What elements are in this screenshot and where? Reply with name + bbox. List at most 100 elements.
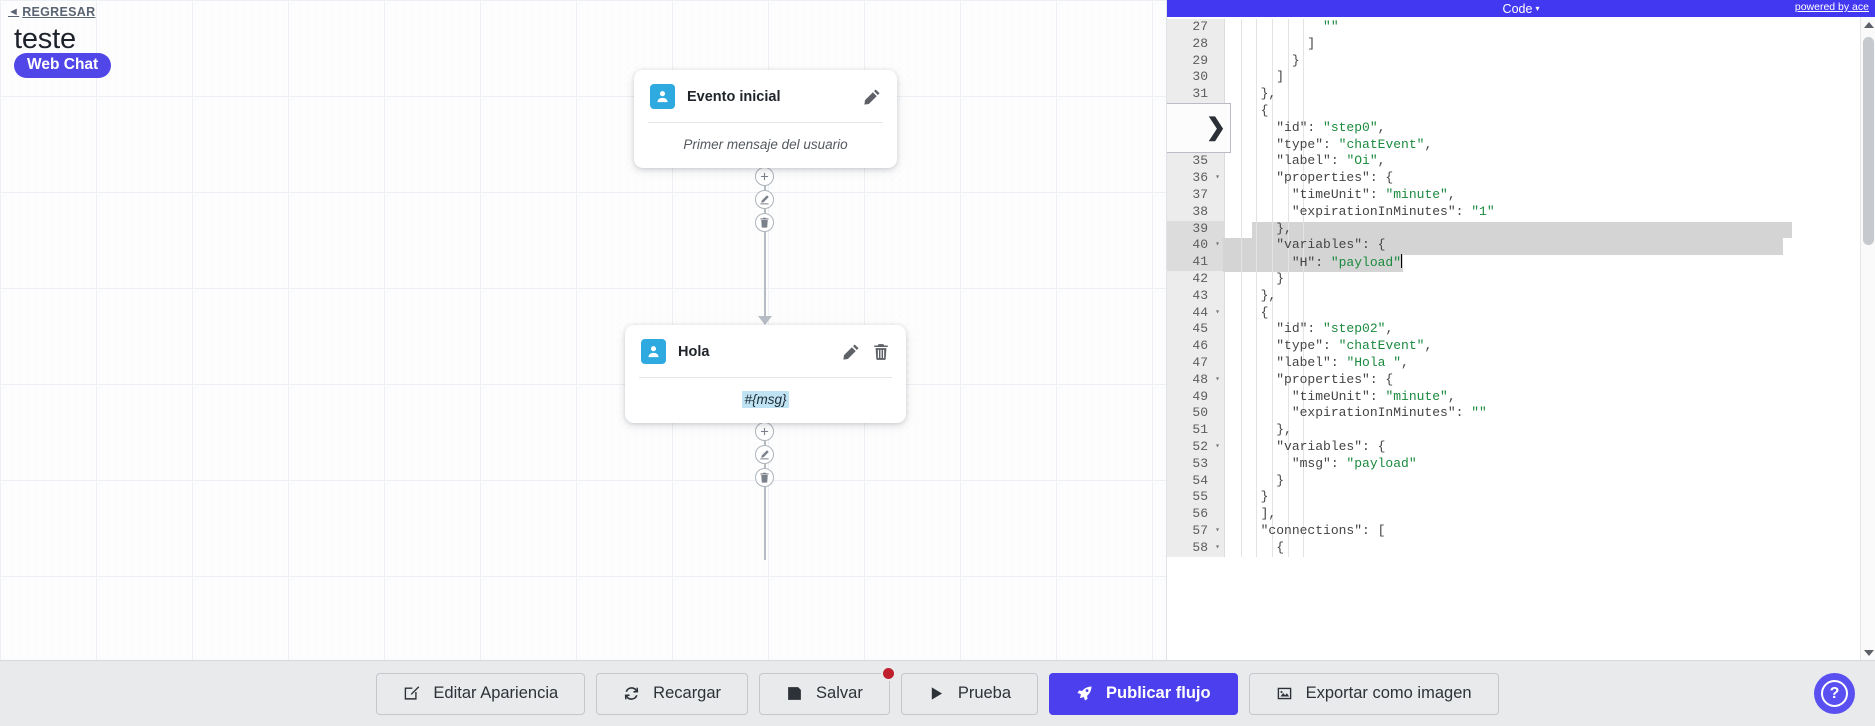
code-line[interactable]: {	[1245, 305, 1875, 322]
code-panel-title[interactable]: Code▾	[1503, 2, 1540, 16]
back-link-label: REGRESAR	[22, 5, 96, 19]
code-line[interactable]: "label": "Oi",	[1245, 153, 1875, 170]
node-header: Hola	[625, 325, 906, 377]
fold-toggle-icon[interactable]: ▾	[1215, 441, 1220, 451]
code-line[interactable]: "expirationInMinutes": "1"	[1245, 204, 1875, 221]
delete-icon[interactable]	[755, 468, 774, 487]
fold-toggle-icon[interactable]: ▾	[1215, 525, 1220, 535]
powered-by-ace-link[interactable]: powered by ace	[1794, 1, 1869, 13]
line-number: 36▾	[1192, 170, 1220, 186]
edit-icon[interactable]	[755, 445, 774, 464]
scrollbar-thumb[interactable]	[1863, 37, 1874, 245]
add-icon[interactable]	[755, 422, 774, 441]
code-editor[interactable]: 272829303132▾33343536▾37383940▾41424344▾…	[1167, 17, 1875, 660]
code-line[interactable]: "label": "Hola ",	[1245, 355, 1875, 372]
button-label: Publicar flujo	[1106, 684, 1211, 702]
edit-icon[interactable]	[863, 88, 881, 106]
code-line[interactable]: }	[1245, 271, 1875, 288]
fold-toggle-icon[interactable]: ▾	[1215, 307, 1220, 317]
code-token: ],	[1260, 506, 1277, 522]
code-line[interactable]: "variables": {	[1245, 237, 1875, 254]
button-label: Recargar	[653, 684, 722, 702]
delete-icon[interactable]	[872, 343, 890, 361]
fold-toggle-icon[interactable]: ▾	[1215, 173, 1220, 183]
back-link[interactable]: ◄ REGRESAR	[8, 5, 95, 19]
code-line[interactable]: "timeUnit": "minute",	[1245, 187, 1875, 204]
code-line[interactable]: "variables": {	[1245, 439, 1875, 456]
code-token: "variables": {	[1276, 237, 1386, 253]
fold-toggle-icon[interactable]: ▾	[1215, 542, 1220, 552]
code-string: "Oi"	[1346, 153, 1378, 169]
code-line[interactable]: "msg": "payload"	[1245, 456, 1875, 473]
code-line[interactable]: "type": "chatEvent",	[1245, 338, 1875, 355]
line-number: 43	[1192, 287, 1208, 303]
panel-collapse-toggle[interactable]: ❯	[1167, 103, 1231, 153]
code-editor-panel[interactable]: Code▾ powered by ace 272829303132▾333435…	[1166, 0, 1875, 660]
connector-line-2	[764, 415, 766, 560]
code-line[interactable]: ]	[1245, 36, 1875, 53]
code-panel-title-label: Code	[1502, 1, 1533, 16]
code-string: "1"	[1471, 203, 1495, 219]
connector-actions-2[interactable]	[755, 422, 774, 487]
code-token: },	[1260, 86, 1277, 102]
scroll-down-arrow-icon[interactable]	[1861, 645, 1875, 660]
fold-toggle-icon[interactable]: ▾	[1215, 374, 1220, 384]
flow-node-evento-inicial[interactable]: Evento inicial Primer mensaje del usuari…	[634, 70, 897, 168]
code-line[interactable]: },	[1245, 86, 1875, 103]
code-line[interactable]: },	[1245, 288, 1875, 305]
code-line[interactable]: "timeUnit": "minute",	[1245, 389, 1875, 406]
line-number: 52▾	[1192, 438, 1220, 454]
question-mark-icon: ?	[1821, 680, 1848, 707]
node-header: Evento inicial	[634, 70, 897, 122]
code-line[interactable]: ],	[1245, 506, 1875, 523]
code-line[interactable]: "id": "step0",	[1245, 120, 1875, 137]
flow-canvas[interactable]: ◄ REGRESAR teste Web Chat	[0, 0, 1166, 660]
node-title: Hola	[678, 343, 710, 360]
help-button[interactable]: ?	[1814, 673, 1855, 714]
node-body: #{msg}	[625, 378, 906, 423]
editor-vertical-scrollbar[interactable]	[1860, 17, 1875, 660]
line-number: 45	[1192, 321, 1208, 337]
channel-badge: Web Chat	[14, 53, 112, 78]
save-button[interactable]: Salvar	[759, 665, 896, 715]
code-token: ,	[1385, 321, 1394, 337]
reload-button[interactable]: Recargar	[596, 672, 749, 715]
code-line[interactable]: {	[1245, 103, 1875, 120]
delete-icon[interactable]	[755, 213, 774, 232]
code-line[interactable]: },	[1245, 422, 1875, 439]
code-string: "chatEvent"	[1338, 338, 1425, 354]
code-lines[interactable]: "" ] } ] }, { "id": "step0", "type": "ch…	[1222, 19, 1875, 557]
scroll-up-arrow-icon[interactable]	[1861, 17, 1875, 32]
code-line[interactable]: ""	[1245, 19, 1875, 36]
code-line[interactable]: "properties": {	[1245, 170, 1875, 187]
code-line[interactable]: "properties": {	[1245, 372, 1875, 389]
code-string: "chatEvent"	[1338, 136, 1425, 152]
code-line[interactable]: {	[1245, 540, 1875, 557]
code-line[interactable]: }	[1245, 489, 1875, 506]
connector-actions-1[interactable]	[755, 167, 774, 232]
edit-appearance-button[interactable]: Editar Apariencia	[376, 672, 586, 715]
code-line[interactable]: "expirationInMinutes": ""	[1245, 405, 1875, 422]
code-line[interactable]: "id": "step02",	[1245, 321, 1875, 338]
code-line[interactable]: }	[1245, 53, 1875, 70]
edit-icon[interactable]	[755, 190, 774, 209]
code-string: "step0"	[1323, 119, 1378, 135]
code-line[interactable]: "type": "chatEvent",	[1245, 137, 1875, 154]
code-token: },	[1260, 287, 1277, 303]
code-line[interactable]: },	[1245, 221, 1875, 238]
edit-icon[interactable]	[842, 343, 860, 361]
publish-flow-button[interactable]: Publicar flujo	[1049, 672, 1238, 715]
add-icon[interactable]	[755, 167, 774, 186]
code-line[interactable]: "H": "payload"	[1245, 254, 1875, 271]
test-button[interactable]: Prueba	[900, 672, 1039, 715]
button-label: Editar Apariencia	[433, 684, 559, 702]
node-divider	[639, 377, 892, 378]
flow-node-hola[interactable]: Hola #{msg}	[625, 325, 906, 423]
code-line[interactable]: }	[1245, 473, 1875, 490]
code-line[interactable]: "connections": [	[1245, 523, 1875, 540]
code-area[interactable]: 272829303132▾33343536▾37383940▾41424344▾…	[1167, 17, 1875, 557]
export-image-button[interactable]: Exportar como imagen	[1248, 672, 1499, 715]
fold-toggle-icon[interactable]: ▾	[1215, 240, 1220, 250]
code-token: ,	[1447, 186, 1456, 202]
code-line[interactable]: ]	[1245, 69, 1875, 86]
